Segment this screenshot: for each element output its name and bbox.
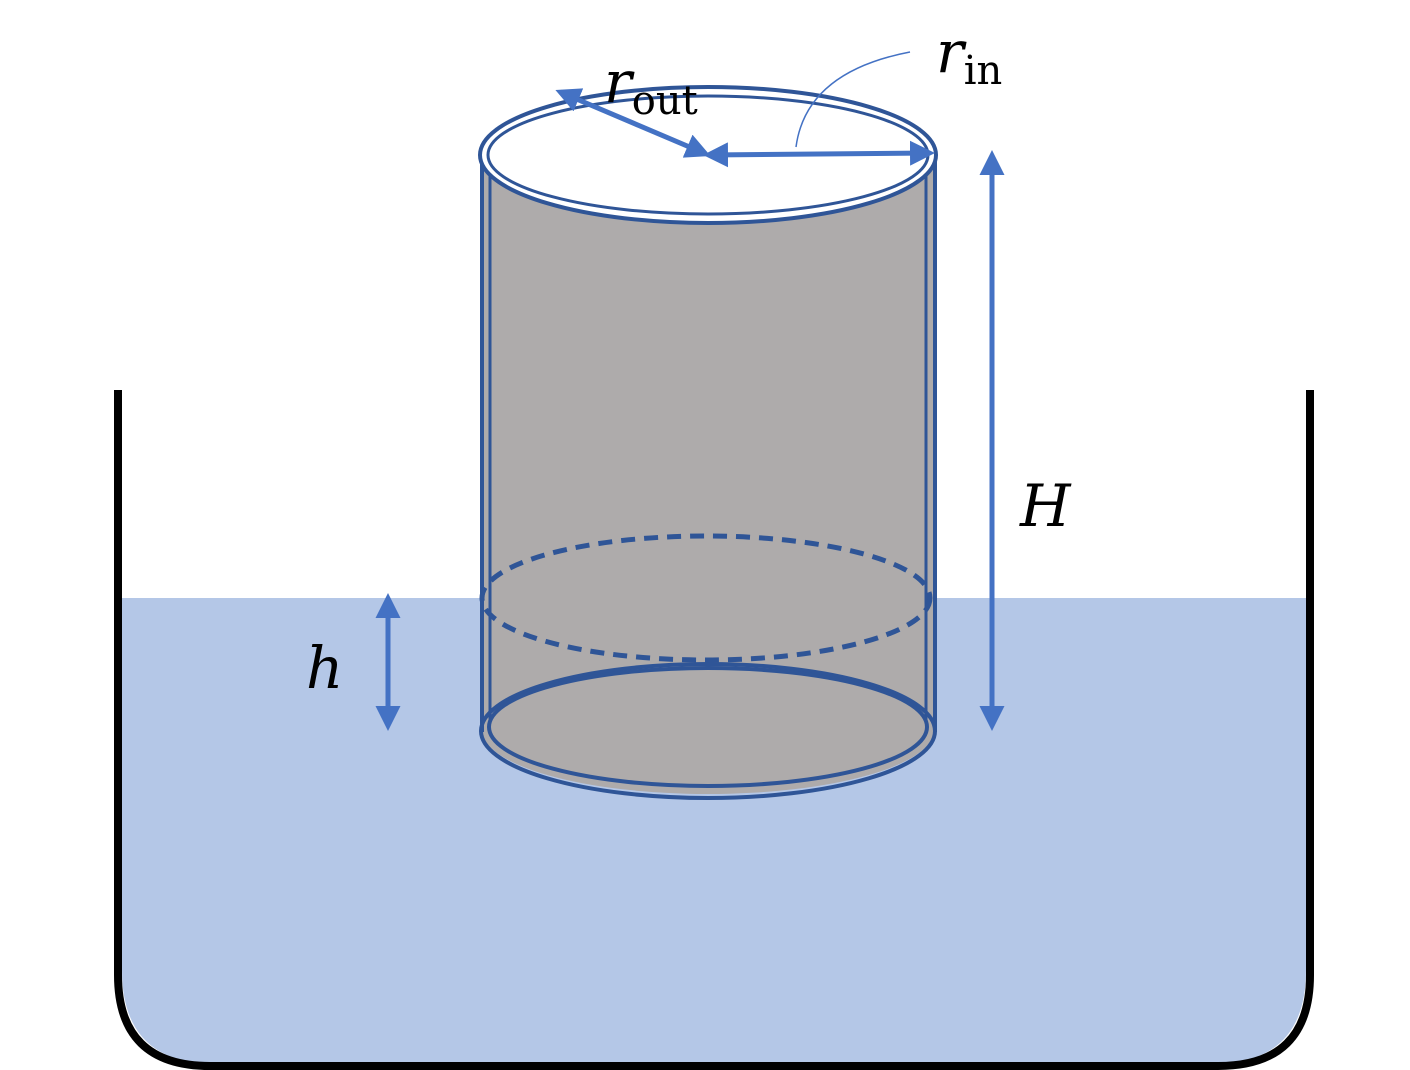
water-body [122, 598, 1306, 1064]
container-outline [114, 390, 1314, 1070]
r-out-label: rout [604, 48, 698, 124]
cylinder [478, 85, 938, 800]
cylinder-body [482, 155, 934, 794]
cylinder-bottom-outer [479, 662, 937, 800]
r-in-leader-line [795, 51, 911, 148]
r-in-label: rin [936, 18, 1002, 94]
waterline-ellipse [479, 533, 933, 663]
r-in-arrow [703, 140, 935, 168]
r-in-label-main: r [936, 18, 967, 86]
r-out-arrow [555, 88, 711, 158]
r-in-label-sub: in [964, 48, 1003, 94]
h-label: h [306, 634, 343, 702]
r-out-label-sub: out [632, 78, 698, 124]
cylinder-bottom-inner [487, 666, 929, 788]
r-out-label-main: r [604, 48, 635, 116]
H-label: H [1019, 472, 1072, 540]
